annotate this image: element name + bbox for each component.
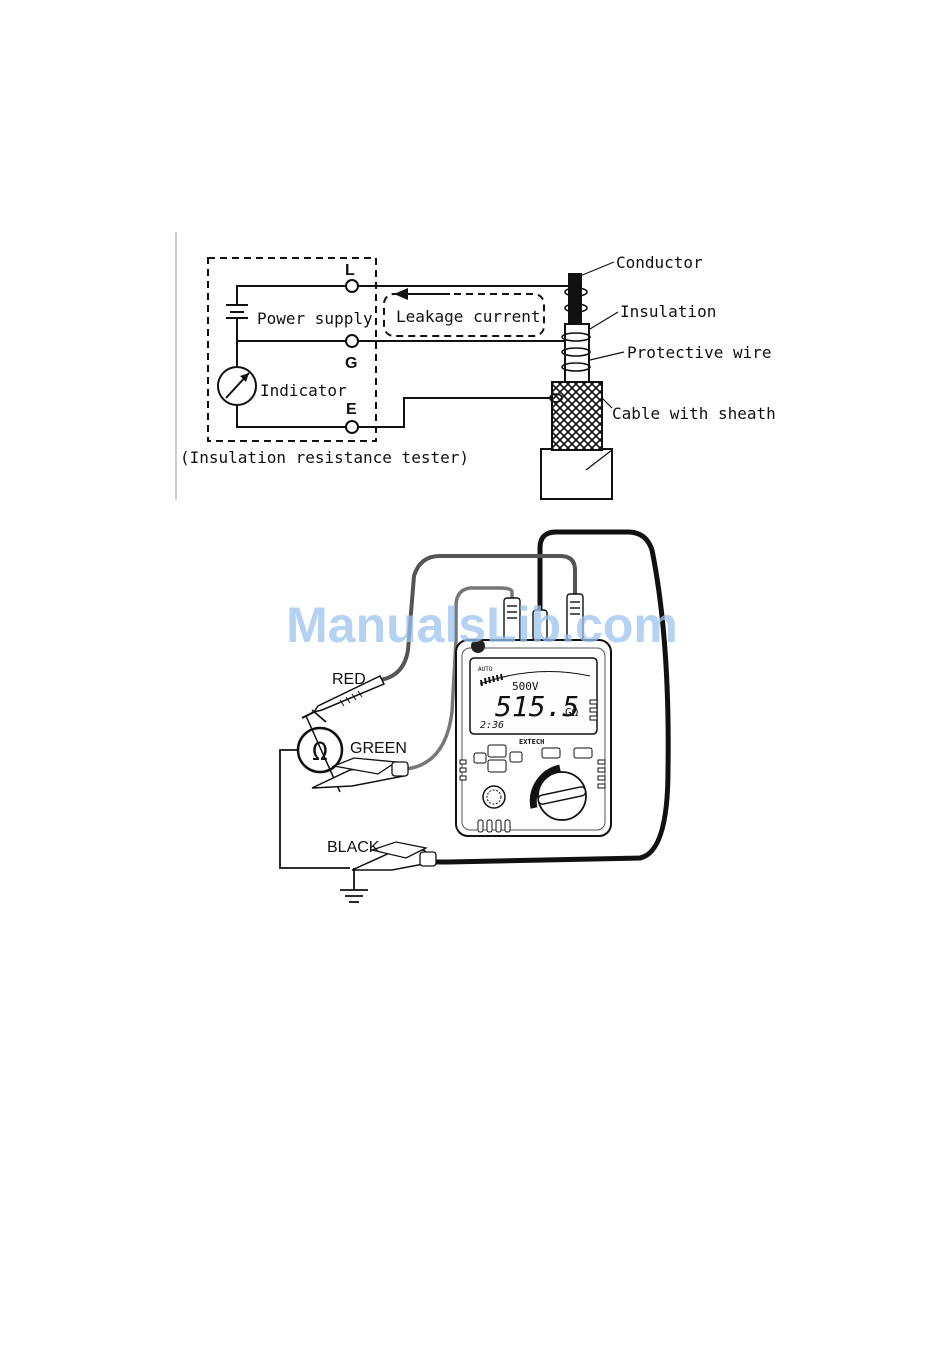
tester-button-light[interactable]: [574, 748, 592, 758]
tester-brand: EXTECH: [519, 738, 544, 746]
terminal-l: [346, 280, 358, 292]
tester-caption: (Insulation resistance tester): [180, 448, 469, 467]
tester-button-up[interactable]: [488, 745, 506, 757]
terminal-e: [346, 421, 358, 433]
label-black: BLACK: [327, 839, 380, 856]
lcd-timer: 2:36: [480, 720, 504, 731]
connection-illustration: AUTO 500V 515.5 GΩ 2:36 EXTECH: [280, 532, 668, 902]
label-protective-wire: Protective wire: [627, 343, 772, 362]
indicator-meter: [218, 367, 256, 405]
label-terminal-l: L: [345, 262, 355, 279]
terminal-g: [346, 335, 358, 347]
label-insulation: Insulation: [620, 302, 716, 321]
lcd-auto-label: AUTO: [478, 666, 493, 673]
watermark: ManualsLib.com: [286, 597, 678, 653]
label-conductor: Conductor: [616, 253, 703, 272]
insulation-schematic: L G E Power supply Indicator (Insulation…: [176, 232, 776, 500]
cable-conductor: [568, 273, 582, 325]
label-terminal-e: E: [346, 401, 357, 418]
ohm-top-lead: [312, 710, 326, 722]
label-leakage-current: Leakage current: [396, 307, 541, 326]
tester-button-hold[interactable]: [474, 753, 486, 763]
label-cable-with-sheath: Cable with sheath: [612, 404, 776, 423]
tester-button-timer[interactable]: [542, 748, 560, 758]
leakage-arrow-icon: [394, 288, 408, 300]
tester-button-down[interactable]: [488, 760, 506, 772]
label-indicator: Indicator: [260, 381, 347, 400]
tester-small-knob[interactable]: [483, 786, 505, 808]
green-clip-boot: [392, 762, 408, 776]
red-probe-tip: [302, 712, 314, 718]
lcd-unit: GΩ: [565, 706, 579, 719]
cable-assembly: [541, 273, 612, 499]
tester-button-mode[interactable]: [510, 752, 522, 762]
ohm-symbol-text: Ω: [312, 737, 328, 767]
ground-icon: [340, 868, 368, 902]
label-terminal-g: G: [345, 355, 357, 372]
cable-outer-jacket: [541, 449, 612, 499]
wire-e: [358, 398, 550, 427]
internal-wiring: [226, 286, 346, 427]
label-green: GREEN: [350, 740, 407, 757]
insulation-tester: AUTO 500V 515.5 GΩ 2:36 EXTECH: [456, 639, 611, 836]
label-power-supply: Power supply: [257, 309, 373, 328]
cable-sheath-braid: [552, 382, 602, 450]
label-red: RED: [332, 671, 366, 688]
black-clip-boot: [420, 852, 436, 866]
